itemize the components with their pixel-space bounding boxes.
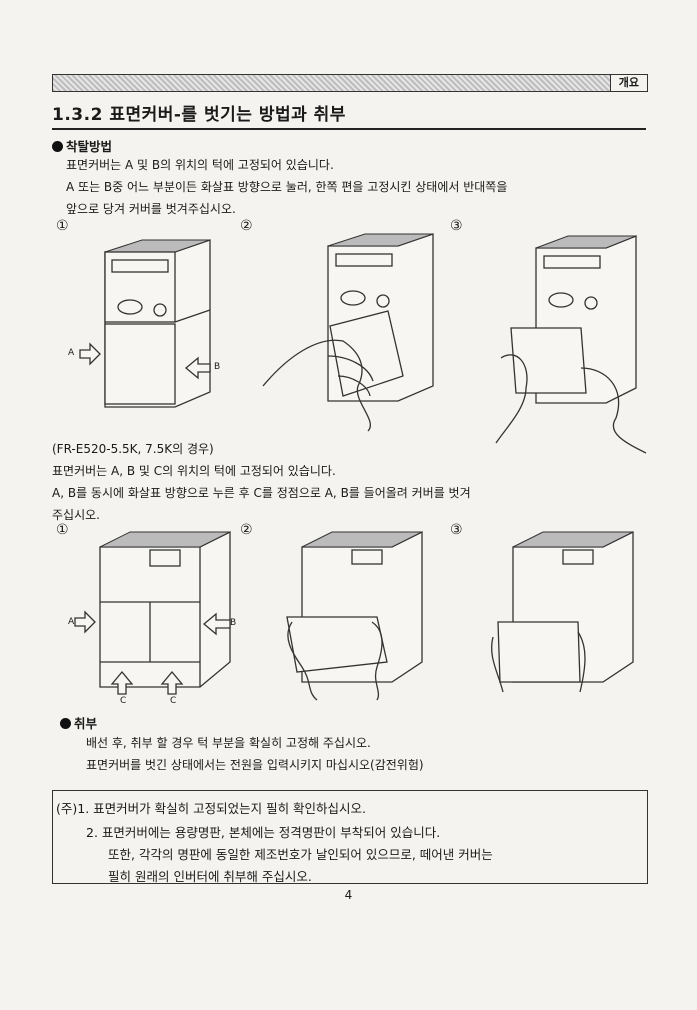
- notes-box: [52, 790, 648, 884]
- large-inverter-figure-1: [74, 530, 231, 695]
- note-line-4: 필히 원래의 인버터에 취부해 주십시오.: [108, 869, 312, 884]
- removal-heading: 착탈방법: [52, 136, 112, 155]
- header-tag: 개요: [609, 75, 647, 91]
- install-line-1: 배선 후, 취부 할 경우 턱 부분을 확실히 고정해 주십시오.: [86, 736, 371, 750]
- header-bar: 개요: [52, 74, 648, 92]
- large-inverter-figure-3: [491, 530, 634, 693]
- large-step-number-1: ①: [56, 522, 69, 538]
- page-number: 4: [344, 888, 353, 902]
- step-number-2: ②: [240, 218, 253, 234]
- large-step-number-2: ②: [240, 522, 253, 538]
- label-c-1: C: [120, 696, 127, 706]
- label-a-1: A: [68, 348, 75, 358]
- removal-line-3: 앞으로 당겨 커버를 벗겨주십시오.: [66, 202, 236, 216]
- step-number-1: ①: [56, 218, 69, 234]
- title-rule: [52, 128, 646, 130]
- large-step-number-3: ③: [450, 522, 463, 538]
- large-model-line-3: 주십시오.: [52, 508, 100, 522]
- section-title: 1.3.2 표면커버-를 벗기는 방법과 취부: [52, 105, 346, 125]
- label-b-2: B: [230, 618, 237, 628]
- removal-line-2: A 또는 B중 어느 부분이든 화살표 방향으로 눌러, 한쪽 편을 고정시킨 …: [66, 180, 508, 194]
- label-b-1: B: [214, 362, 221, 372]
- large-model-line-2: A, B를 동시에 화살표 방향으로 누른 후 C를 정점으로 A, B를 들어…: [52, 486, 471, 500]
- label-a-2: A: [68, 617, 75, 627]
- note-line-1: (주)1. 표면커버가 확실히 고정되었는지 필히 확인하십시오.: [56, 801, 367, 816]
- step-number-3: ③: [450, 218, 463, 234]
- inverter-figure-2: [262, 233, 434, 432]
- install-heading-text: 취부: [74, 716, 98, 731]
- install-heading: 취부: [60, 713, 97, 732]
- inverter-figure-1: [79, 239, 211, 408]
- large-model-line-1: 표면커버는 A, B 및 C의 위치의 턱에 고정되어 있습니다.: [52, 464, 336, 478]
- bullet-icon: [60, 718, 71, 729]
- removal-line-1: 표면커버는 A 및 B의 위치의 턱에 고정되어 있습니다.: [66, 158, 334, 172]
- bullet-icon: [52, 141, 63, 152]
- large-model-caption: (FR-E520-5.5K, 7.5K의 경우): [52, 442, 214, 456]
- note-line-2: 2. 표면커버에는 용량명판, 본체에는 정격명판이 부착되어 있습니다.: [86, 825, 441, 840]
- install-line-2: 표면커버를 벗긴 상태에서는 전원을 입력시키지 마십시오(감전위험): [86, 758, 424, 772]
- note-line-3: 또한, 각각의 명판에 동일한 제조번호가 날인되어 있으므로, 떼어낸 커버는: [108, 847, 493, 862]
- large-inverter-figure-2: [286, 530, 423, 701]
- label-c-2: C: [170, 696, 177, 706]
- inverter-figure-3: [495, 235, 647, 454]
- removal-heading-text: 착탈방법: [66, 139, 113, 154]
